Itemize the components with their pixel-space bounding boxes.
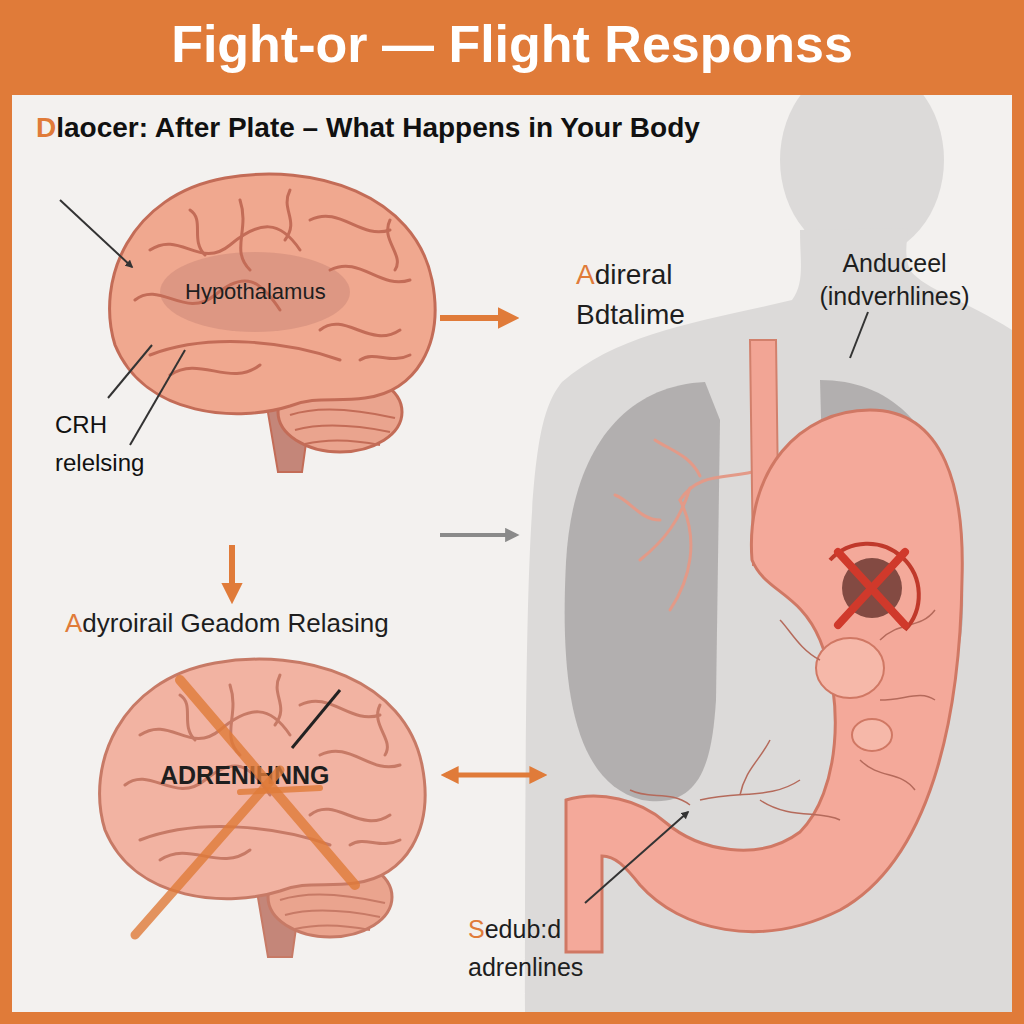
brain-fold [240,200,250,270]
brain-fold [310,809,390,821]
cerebellum-fold [305,440,380,445]
connector-arrow [440,533,515,537]
node-outline [548,330,964,960]
brain-fold [285,190,291,240]
brain-fold [140,827,330,845]
hormone-label: Adireral Bdtalime [576,255,726,335]
nerve-branch [740,740,770,795]
lung [565,382,720,801]
hormone-label: Anduceel (indverhlines) [792,247,997,312]
node-outline [80,645,430,965]
nerve-branch [780,620,820,660]
cerebellum-fold [290,409,395,418]
brain-fold [388,220,398,270]
nerve-branch [760,800,840,820]
brain-fold [310,216,390,232]
brain-fold [320,324,400,336]
nerve-branch [880,610,935,640]
title-text: Fight-or — Flight Responss [0,14,1024,74]
body-silhouette [525,228,1012,1012]
brain-region-label: Hypothalamus [185,278,355,307]
cerebellum-fold [280,894,385,903]
nerve-branch [700,780,800,800]
organ-label: Sedub:d adrenlines [468,910,618,986]
nerve-branch [630,790,690,805]
nerve-branch [860,760,915,790]
connector-arrow [229,545,235,598]
node-outline [90,160,440,480]
brain-fold [180,695,195,740]
bronchus [655,440,700,476]
cerebellum-fold [295,426,390,432]
title-band: Fight-or — Flight Responss [0,0,1024,95]
brain-fold [140,712,290,739]
organ-bulge [816,638,884,698]
bronchus [615,495,660,520]
brain-fold [150,342,340,360]
brain-fold [378,705,388,755]
brain-fold [320,751,400,767]
brain-fold [300,701,380,717]
stomach [566,410,962,952]
nerve-branch [880,696,935,700]
brain-node: Hypothalamus [90,160,440,545]
brain-fold [330,266,410,282]
bronchus [640,488,690,560]
subtitle-text: Dlaocer: After Plate – What Happens in Y… [36,112,986,144]
brain-region-label: ADRENIHNNG [160,759,360,792]
step-heading: Adyroirail Geadom Relasing [65,607,465,641]
brain-fold [350,840,400,845]
body-node: Sedub:d adrenlinesAdireral Bdtalime Anduc… [520,95,1012,1012]
brain-node: Adyroirail Geadom RelasingADRENIHNNG [60,605,440,965]
brain-fold [170,365,260,375]
brain-fold [360,355,410,360]
bronchus [680,470,760,500]
cerebrum [100,659,425,899]
brain-fold [230,685,240,755]
cerebellum-fold [295,925,370,930]
organ-bulge [852,719,892,751]
brain-fold [275,675,281,725]
brain-fold [190,210,205,255]
callout-label: CRH relelsing [55,406,173,482]
brain-fold [150,227,300,254]
cerebellum-fold [285,911,380,917]
connector-arrow [440,315,513,321]
cerebrum [110,174,435,414]
brain-fold [160,850,250,860]
bronchus [670,500,691,610]
stomach-node: Sedub:d adrenlines [548,330,964,960]
